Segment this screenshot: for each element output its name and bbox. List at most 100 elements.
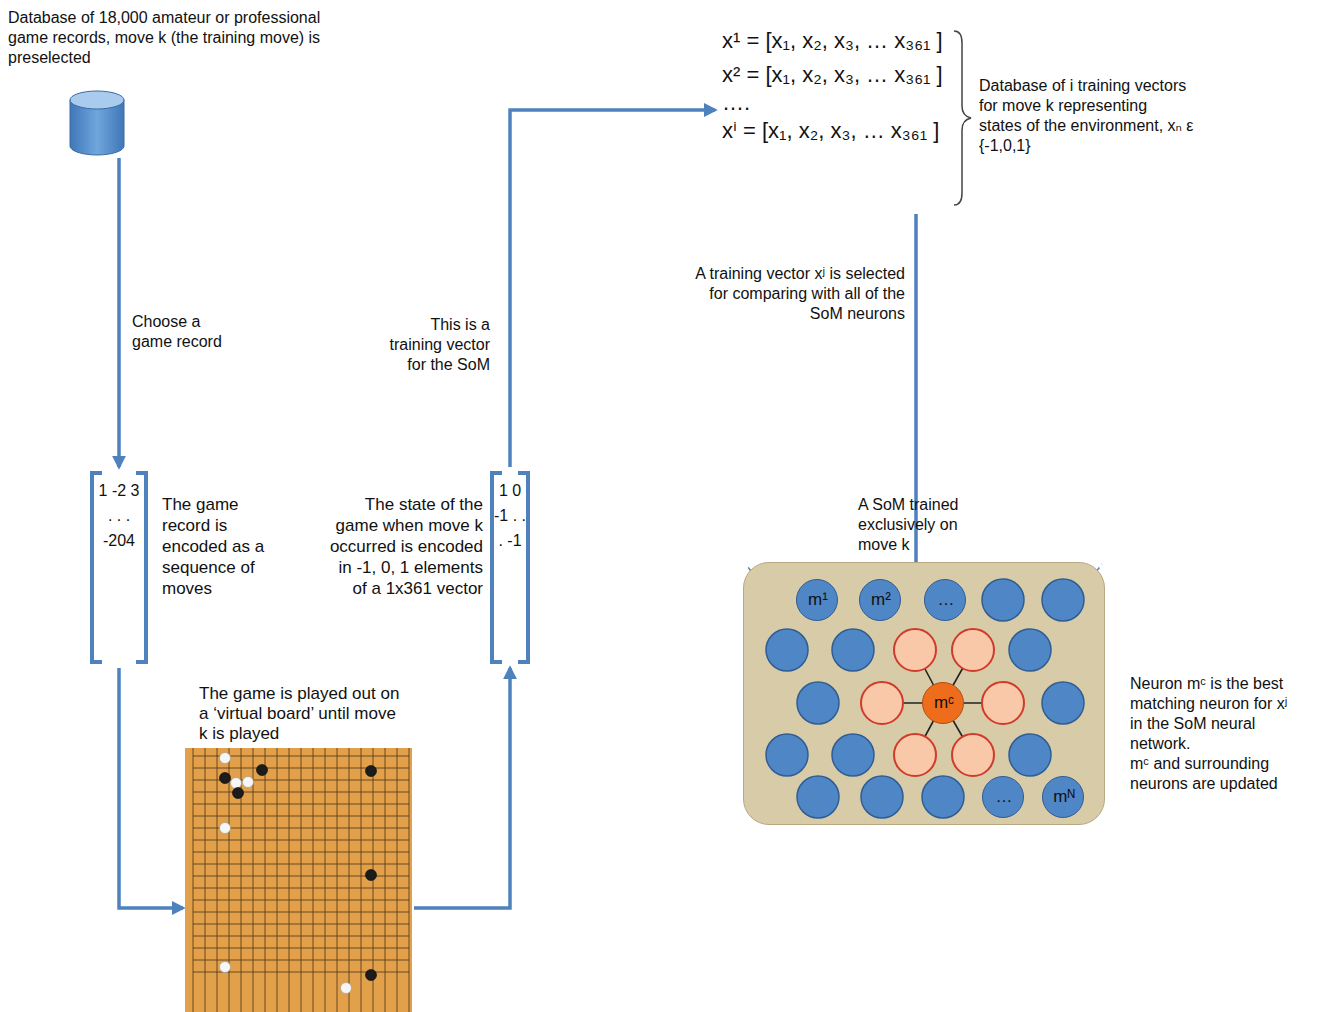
neuron-label: m¹ [797, 590, 839, 610]
grid-line [253, 748, 254, 1012]
black-stone [257, 765, 268, 776]
white-stone [220, 753, 231, 764]
virtual-board-node: The game is played out on a ‘virtual boa… [185, 684, 412, 1012]
left-bracket [492, 473, 502, 662]
neuron [832, 629, 874, 671]
grid-line [193, 936, 409, 937]
neuron [1042, 579, 1084, 621]
neighbour-neuron [894, 734, 936, 776]
neuron: … [982, 776, 1024, 818]
grid-line [337, 748, 338, 1012]
neuron-grid [743, 495, 1105, 825]
vector-values: 1 -2 3 . . . -204 [97, 478, 141, 553]
grid-line [193, 960, 409, 961]
neuron [766, 734, 808, 776]
neuron: m² [859, 579, 901, 621]
state-description: The state of the game when move k occurr… [320, 494, 483, 599]
neighbour-neuron [952, 734, 994, 776]
right-bracket [136, 473, 146, 662]
database-node: Database of 18,000 amateur or profession… [8, 8, 328, 160]
neuron [1042, 682, 1084, 724]
neighbour-neuron [952, 629, 994, 671]
black-stone [220, 773, 231, 784]
neuron: mᴺ [1042, 776, 1084, 818]
grid-line [193, 912, 409, 913]
grid-line [301, 748, 302, 1012]
vector-description: The game record is encoded as a sequence… [162, 494, 272, 599]
flow-arrow [119, 668, 183, 908]
edge-label: This is a training vector for the SoM [378, 315, 490, 375]
grid-line [385, 748, 386, 1012]
neuron-label: m² [860, 590, 902, 610]
ellipsis-row: …. [722, 90, 750, 116]
neuron [1009, 734, 1051, 776]
grid-line [289, 748, 290, 1012]
board-wood [185, 748, 412, 1012]
grid-line [313, 748, 314, 1012]
flow-arrow [414, 668, 510, 908]
neighbour-neuron [894, 629, 936, 671]
move-sequence-vector: 1 -2 3 . . . -204 The game record is enco… [88, 470, 278, 665]
annotation-text: mᶜ and surrounding neurons are updated [1130, 754, 1302, 794]
black-stone [366, 970, 377, 981]
neuron-label: … [925, 590, 967, 610]
som-network: m¹ m² … mᶜ … mᴺ A SoM trained exclusively on m… [743, 495, 1105, 825]
grid-line [229, 748, 230, 1012]
edge-label: A training vector xʲ is selected for com… [680, 264, 905, 324]
vector-values: 1 0 -1 . . . -1 [490, 478, 530, 553]
grid-line [325, 748, 326, 1012]
board-caption: The game is played out on a ‘virtual boa… [199, 684, 409, 744]
grid-line [397, 748, 398, 1012]
neuron [797, 776, 839, 818]
training-vector-database: x¹ = [x₁, x₂, x₃, … x₃₆₁ ]x² = [x₁, x₂, … [718, 28, 1318, 208]
state-vector: The state of the game when move k occurr… [320, 470, 535, 665]
database-caption: Database of 18,000 amateur or profession… [8, 8, 328, 68]
annotation-text: Neuron mᶜ is the best matching neuron fo… [1130, 674, 1302, 754]
white-stone [243, 777, 254, 788]
grid-line [193, 748, 194, 1012]
database-description: Database of i training vectors for move … [979, 76, 1194, 156]
grid-line [205, 748, 206, 1012]
edge-label: Choose a game record [132, 312, 237, 352]
grid-line [193, 924, 409, 925]
grid-line [361, 748, 362, 1012]
go-board [185, 748, 412, 1012]
black-stone [366, 766, 377, 777]
grid-line [277, 748, 278, 1012]
neuron [861, 776, 903, 818]
training-vector: xⁱ = [x₁, x₂, x₃, … x₃₆₁ ] [722, 118, 939, 144]
grid-line [409, 748, 410, 1012]
bracket-holder [488, 470, 532, 665]
neuron: … [924, 579, 966, 621]
neuron [797, 682, 839, 724]
database-cylinder [68, 90, 126, 160]
left-bracket [92, 473, 102, 662]
neuron [922, 776, 964, 818]
neuron-label: … [983, 787, 1025, 807]
white-stone [341, 983, 352, 994]
training-vector: x¹ = [x₁, x₂, x₃, … x₃₆₁ ] [722, 28, 943, 54]
white-stone [220, 962, 231, 973]
cylinder-top [70, 91, 124, 109]
neuron: m¹ [796, 579, 838, 621]
right-bracket [518, 473, 528, 662]
grid-line [217, 748, 218, 1012]
neuron [982, 579, 1024, 621]
neighbour-neuron [982, 682, 1024, 724]
neuron [1009, 629, 1051, 671]
neuron-label: mᴺ [1043, 787, 1085, 807]
som-heading: A SoM trained exclusively on move k [858, 495, 998, 555]
flow-arrow [510, 110, 715, 467]
grid-line [193, 948, 409, 949]
white-stone [220, 823, 231, 834]
brace-stroke [954, 31, 971, 205]
vector-bracket [488, 470, 532, 665]
black-stone [366, 870, 377, 881]
grid-line [193, 888, 409, 889]
vector-bracket [88, 470, 150, 665]
neuron-label: mᶜ [923, 693, 965, 713]
flow-arrow [117, 158, 121, 467]
white-stone [231, 778, 242, 789]
curly-brace [953, 28, 973, 208]
